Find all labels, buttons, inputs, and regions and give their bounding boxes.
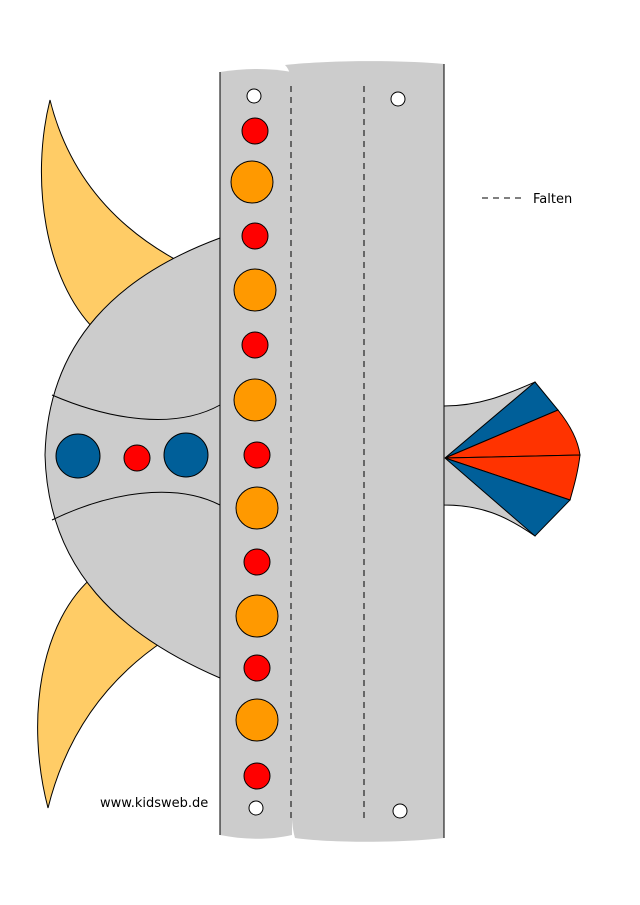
light-orange: [233, 268, 277, 312]
dome-band-bottom: [51, 491, 221, 521]
light-red: [241, 222, 269, 250]
hole-bottom-left: [248, 800, 264, 816]
hole-top-right: [390, 91, 406, 107]
hole-top-left: [246, 88, 262, 104]
body-lights: [230, 117, 279, 790]
website-credit: www.kidsweb.de: [100, 796, 208, 811]
light-red: [243, 762, 271, 790]
light-dome-center: [123, 444, 151, 472]
window-right: [163, 432, 209, 478]
light-red: [243, 654, 271, 682]
light-orange: [235, 594, 279, 638]
fold-legend-label: Falten: [533, 192, 572, 207]
hole-bottom-right: [392, 803, 408, 819]
light-orange: [230, 160, 274, 204]
exhaust-flame-icon: [444, 381, 581, 537]
light-red: [243, 548, 271, 576]
light-red: [241, 117, 269, 145]
light-red: [241, 331, 269, 359]
light-red: [243, 441, 271, 469]
light-orange: [235, 698, 279, 742]
window-left: [55, 433, 101, 479]
light-orange: [235, 486, 279, 530]
light-orange: [233, 378, 277, 422]
dome-band-top: [51, 394, 221, 420]
